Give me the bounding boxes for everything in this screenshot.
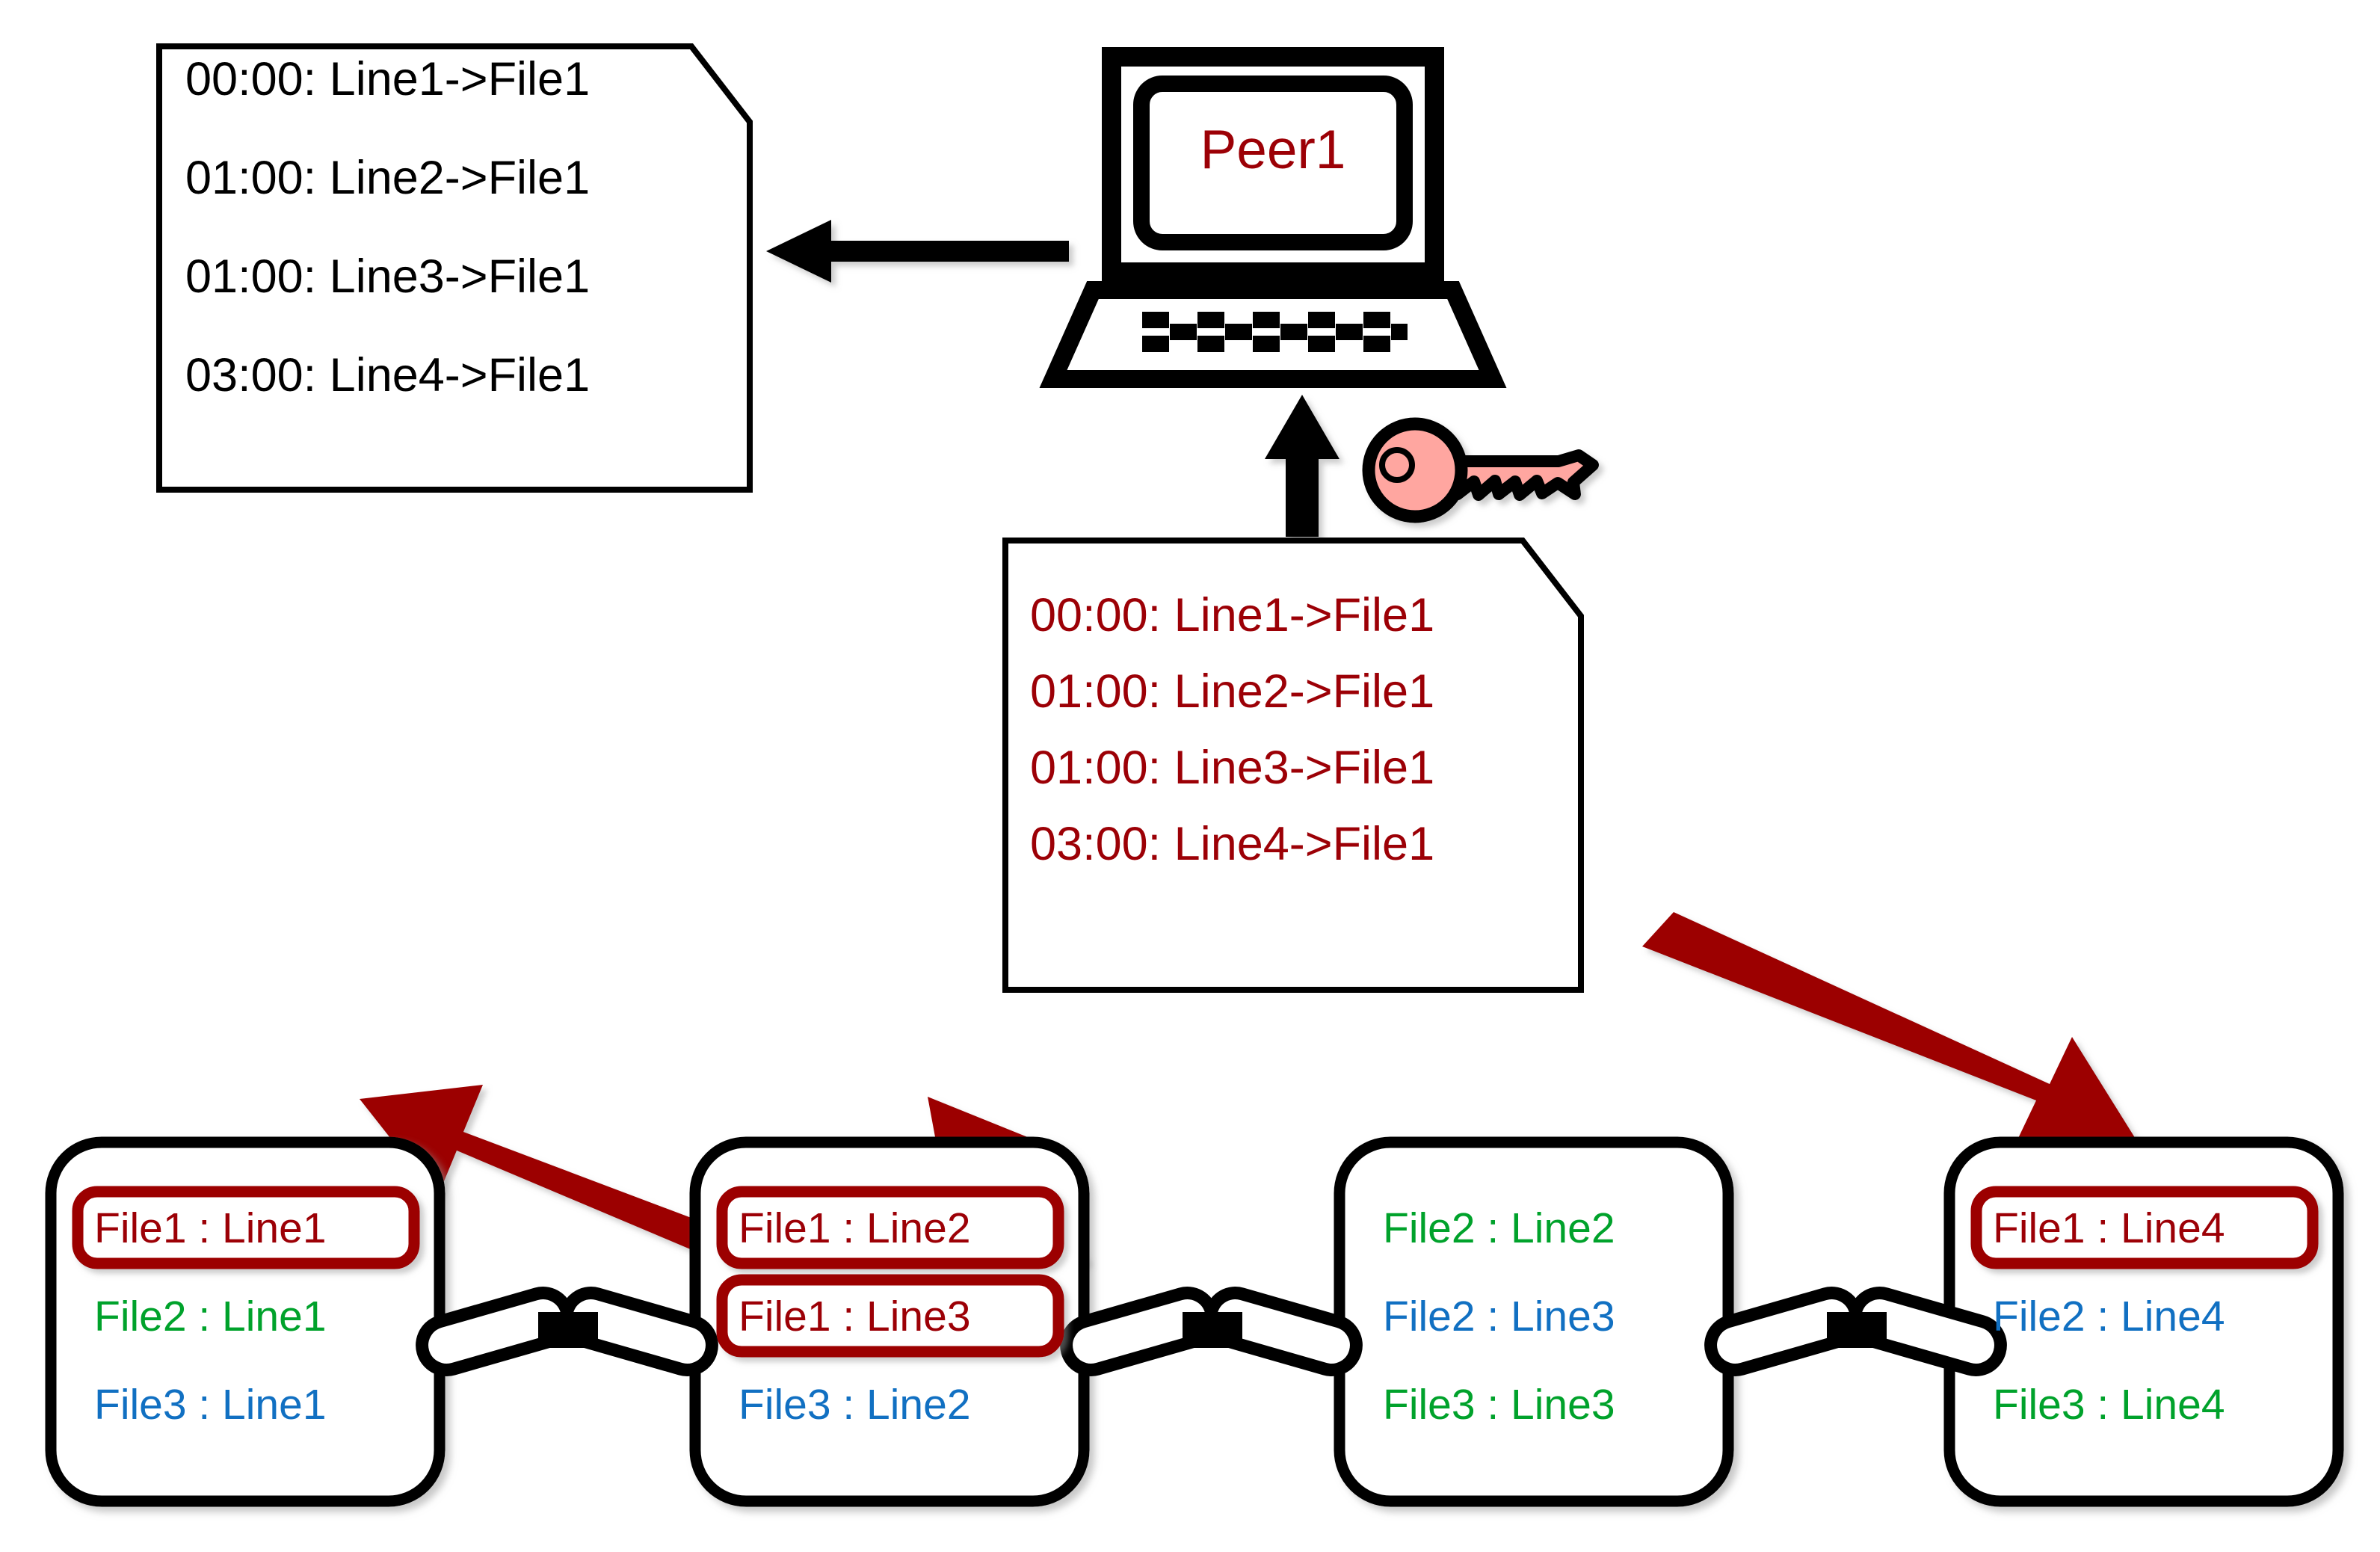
block-4-entry-3: File3 : Line4 bbox=[1993, 1381, 2225, 1429]
decrypted-log-document-shape bbox=[1002, 538, 1584, 993]
highlight-box-b2-e0 bbox=[716, 1186, 1064, 1269]
block-1-entry-3: File3 : Line1 bbox=[94, 1381, 327, 1429]
arrow-up-icon bbox=[1265, 395, 1339, 537]
highlight-box-b2-e1 bbox=[716, 1274, 1064, 1358]
plaintext-log-line-4: 03:00: Line4->File1 bbox=[185, 349, 591, 401]
block-1-entry-1: File1 : Line1 bbox=[94, 1204, 327, 1252]
block-2-entry-3: File3 : Line2 bbox=[739, 1381, 971, 1429]
plaintext-log-line-3: 01:00: Line3->File1 bbox=[185, 250, 591, 303]
highlight-boxes bbox=[72, 1186, 2319, 1358]
chain-link-icon-3 bbox=[1704, 1287, 2007, 1376]
block-4-entry-1: File1 : Line4 bbox=[1993, 1204, 2225, 1252]
computer-icon bbox=[1039, 47, 1507, 388]
decrypted-log-line-3: 01:00: Line3->File1 bbox=[1030, 742, 1435, 794]
block-3-entry-2: File2 : Line3 bbox=[1383, 1293, 1615, 1340]
decrypted-log-line-4: 03:00: Line4->File1 bbox=[1030, 818, 1435, 870]
block-4-entry-2: File2 : Line4 bbox=[1993, 1293, 2225, 1340]
plaintext-log-line-2: 01:00: Line2->File1 bbox=[185, 152, 591, 204]
arrow-diagonal-icon-right bbox=[1642, 912, 2138, 1148]
chain-link-icon-1 bbox=[416, 1287, 718, 1376]
chain-link-icon-2 bbox=[1060, 1287, 1363, 1376]
block-2-entry-2: File1 : Line3 bbox=[739, 1293, 971, 1340]
peer-label: Peer1 bbox=[1200, 120, 1346, 180]
block-3-entry-3: File3 : Line3 bbox=[1383, 1381, 1615, 1429]
arrow-left-icon bbox=[766, 220, 1069, 283]
decrypted-log-line-1: 00:00: Line1->File1 bbox=[1030, 589, 1435, 641]
plaintext-log-document-shape bbox=[156, 43, 753, 493]
plaintext-log-line-1: 00:00: Line1->File1 bbox=[185, 53, 591, 105]
key-icon bbox=[1362, 417, 1599, 523]
decrypted-log-line-2: 01:00: Line2->File1 bbox=[1030, 665, 1435, 718]
block-2-entry-1: File1 : Line2 bbox=[739, 1204, 971, 1252]
block-3-entry-1: File2 : Line2 bbox=[1383, 1204, 1615, 1252]
highlight-box-b1-e0 bbox=[72, 1186, 420, 1269]
block-1-entry-2: File2 : Line1 bbox=[94, 1293, 327, 1340]
highlight-box-b4-e0 bbox=[1970, 1186, 2319, 1269]
